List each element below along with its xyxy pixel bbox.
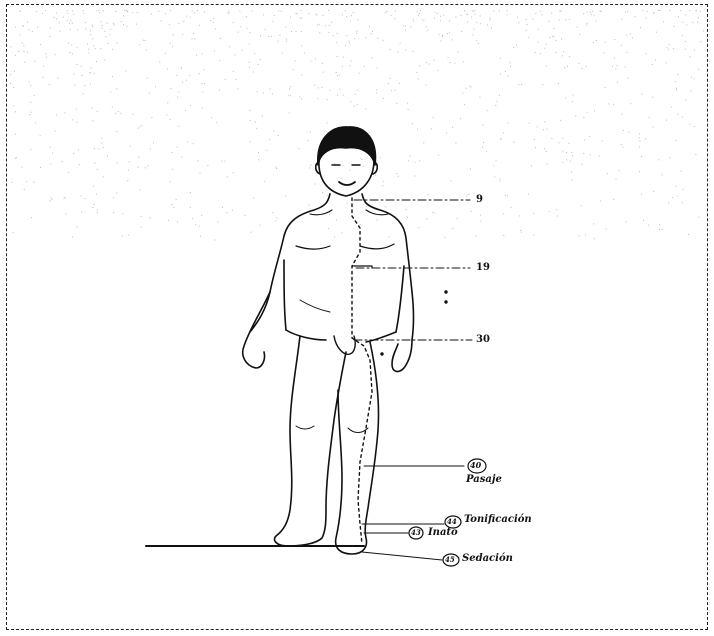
label-44-num: 44 — [447, 517, 457, 526]
label-44-text: Tonificación — [464, 514, 532, 525]
left-leg — [275, 336, 347, 546]
head — [319, 160, 374, 196]
label-45-text: Sedación — [462, 553, 513, 564]
meridian-path — [352, 198, 372, 544]
hair — [318, 127, 376, 165]
label-43-num: 43 — [411, 528, 421, 537]
label-43-text: Inato — [428, 527, 458, 538]
torso-outline — [250, 194, 414, 340]
label-9: 9 — [476, 194, 483, 205]
label-40-num: 40 — [470, 460, 481, 470]
leader-45 — [362, 552, 442, 560]
label-30: 30 — [476, 334, 490, 345]
label-19: 19 — [476, 262, 490, 273]
label-45-num: 45 — [445, 555, 455, 564]
label-40-text: Pasaje — [466, 474, 502, 485]
right-arm — [392, 340, 412, 371]
